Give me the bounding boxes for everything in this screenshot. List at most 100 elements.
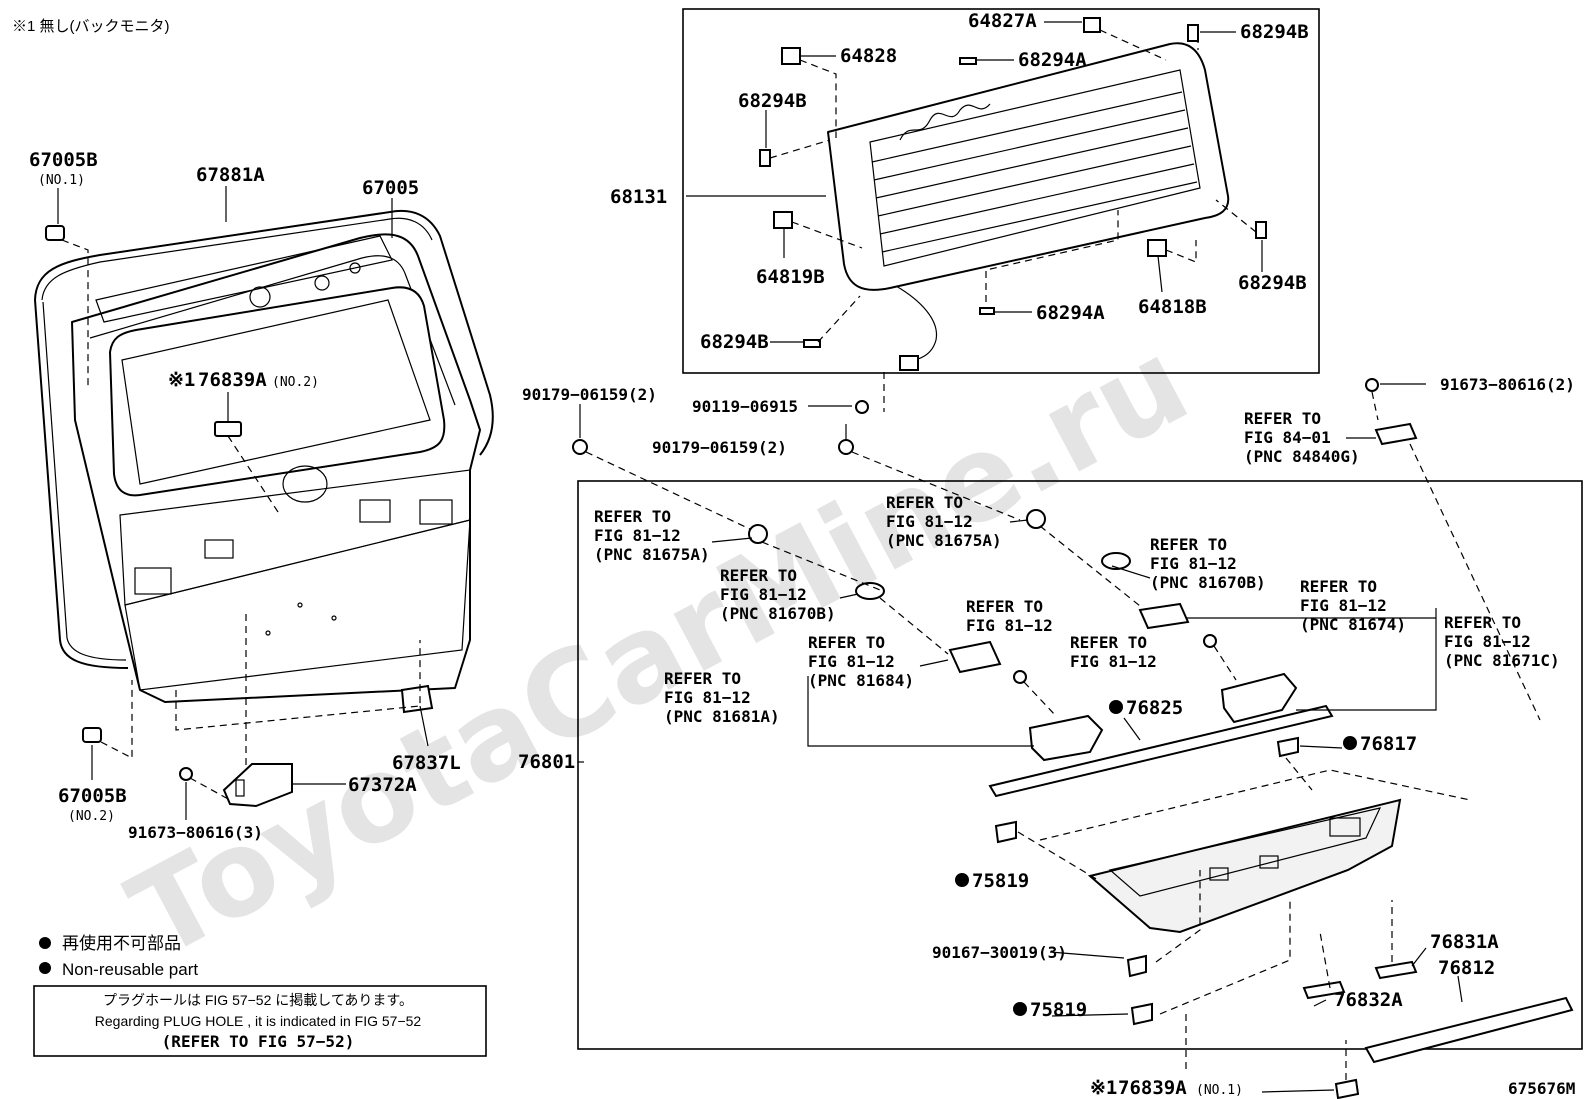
ref-81670B-right-line2: FIG 81−12 [1150,554,1237,573]
label-64827A: 64827A [968,10,1037,32]
label-64828: 64828 [840,45,897,67]
legend-en: Non-reusable part [62,960,198,979]
label-76801: 76801 [518,751,575,773]
ref-81674-line1: REFER TO [1300,577,1377,596]
ref-81684: REFER TO FIG 81−12 (PNC 81684) [808,633,914,690]
plug-hole-note: プラグホールは FIG 57−52 に掲載してあります。 Regarding P… [33,985,487,1057]
label-67005B-no2-sub: (NO.2) [68,809,115,824]
legend-dot-en [39,962,51,974]
ref-81-12-a-line1: REFER TO [966,597,1043,616]
label-67005B-no1-sub: (NO.1) [38,173,85,188]
non-reusable-dot-75819-a [955,873,969,887]
label-68294B-left: 68294B [738,90,807,112]
ref-81-12-b-line2: FIG 81−12 [1070,652,1157,671]
label-91673-80616-2: 91673−80616(2) [1440,375,1575,394]
ref-81684-line2: FIG 81−12 [808,652,895,671]
label-67881A: 67881A [196,164,265,186]
garnish-assembly-leaders [578,519,1471,1093]
label-75819-a: 75819 [972,870,1029,892]
label-90119-06915: 90119−06915 [692,397,798,416]
left-labels: 67005B (NO.1) 67881A 67005 ※1 76839A (NO… [29,149,461,842]
label-67372A: 67372A [348,774,417,796]
ref-fig-84-01-line1: REFER TO [1244,409,1321,428]
plug-hole-note-line1: プラグホールは FIG 57−52 に掲載してあります。 [103,992,413,1008]
back-glass-box [682,8,1320,374]
label-76839A-no1-group: ※1 76839A (NO.1) [1090,1077,1243,1099]
legend: 再使用不可部品 Non-reusable part [39,933,198,979]
label-91673-80616-3: 91673−80616(3) [128,823,263,842]
ref-81-12-a-line2: FIG 81−12 [966,616,1053,635]
garnish-assembly-box [577,480,1583,1050]
label-67005B-no1: 67005B [29,149,98,171]
ref-81675A-right-line1: REFER TO [886,493,963,512]
label-64819B: 64819B [756,266,825,288]
ref-81670B-left: REFER TO FIG 81−12 (PNC 81670B) [720,566,836,623]
label-68294B-bot: 68294B [700,331,769,353]
ref-81681A-line3: (PNC 81681A) [664,707,780,726]
label-68294A-bot: 68294A [1036,302,1105,324]
ref-81670B-right: REFER TO FIG 81−12 (PNC 81670B) [1150,535,1266,592]
legend-dot-jp [39,937,51,949]
plug-hole-note-line3: (REFER TO FIG 57−52) [162,1032,355,1051]
label-76817: 76817 [1360,733,1417,755]
plug-hole-note-line2: Regarding PLUG HOLE , it is indicated in… [95,1013,422,1029]
ref-81670B-left-line3: (PNC 81670B) [720,604,836,623]
ref-81671C: REFER TO FIG 81−12 (PNC 81671C) [1444,613,1560,670]
non-reusable-dot-76825 [1109,700,1123,714]
ref-81670B-right-line1: REFER TO [1150,535,1227,554]
ref-81671C-line3: (PNC 81671C) [1444,651,1560,670]
label-76832A: 76832A [1334,989,1403,1011]
label-90179-06159-b: 90179−06159(2) [652,438,787,457]
label-75819-b: 75819 [1030,999,1087,1021]
ref-81675A-left-line2: FIG 81−12 [594,526,681,545]
label-68294B-right: 68294B [1238,272,1307,294]
ref-81675A-left-line1: REFER TO [594,507,671,526]
middle-labels: 90179−06159(2) 90119−06915 90179−06159(2… [522,375,1575,466]
back-glass-drawing [759,17,1267,371]
middle-fasteners [572,378,1541,721]
figure-id: 675676M [1508,1079,1575,1098]
ref-81-12-b: REFER TO FIG 81−12 [1070,633,1157,671]
label-76825: 76825 [1126,697,1183,719]
label-76839A-no2-mark: ※1 [168,369,195,391]
label-67837L: 67837L [392,752,461,774]
left-leaders [57,186,429,820]
plug-hole-note-box [33,985,487,1057]
back-glass-leaders [686,21,1263,412]
ref-81681A: REFER TO FIG 81−12 (PNC 81681A) [664,669,780,726]
label-76831A: 76831A [1430,931,1499,953]
non-reusable-dot-76817 [1343,736,1357,750]
ref-fig-84-01-line3: (PNC 84840G) [1244,447,1360,466]
label-68131: 68131 [610,186,667,208]
legend-jp: 再使用不可部品 [62,933,181,953]
ref-81675A-left: REFER TO FIG 81−12 (PNC 81675A) [594,507,710,564]
back-glass-labels: 64827A 68294B 64828 68294A 68294B 68131 … [610,10,1309,353]
ref-81-12-b-line1: REFER TO [1070,633,1147,652]
garnish-assembly-drawing [748,509,1574,1099]
label-76839A-no1-sub: (NO.1) [1196,1083,1243,1098]
label-76839A-no2-sub: (NO.2) [272,375,319,390]
label-76839A-no2: 76839A [198,369,267,391]
label-68294A-top: 68294A [1018,49,1087,71]
label-67005: 67005 [362,177,419,199]
ref-81674-line3: (PNC 81674) [1300,615,1406,634]
ref-81670B-left-line2: FIG 81−12 [720,585,807,604]
label-76839A-no1: 76839A [1118,1077,1187,1099]
garnish-assembly-labels: 76801 REFER TO FIG 81−12 (PNC 81675A) RE… [518,493,1560,1021]
non-reusable-dot-75819-b [1013,1002,1027,1016]
ref-81674-line2: FIG 81−12 [1300,596,1387,615]
back-door-panel-drawing [34,209,494,703]
label-90179-06159-a: 90179−06159(2) [522,385,657,404]
label-76839A-no1-mark: ※1 [1090,1077,1117,1099]
label-76812: 76812 [1438,957,1495,979]
ref-81675A-right-line3: (PNC 81675A) [886,531,1002,550]
ref-81671C-line2: FIG 81−12 [1444,632,1531,651]
ref-81670B-right-line3: (PNC 81670B) [1150,573,1266,592]
ref-81670B-left-line1: REFER TO [720,566,797,585]
ref-fig-84-01: REFER TO FIG 84−01 (PNC 84840G) [1244,409,1360,466]
ref-fig-84-01-line2: FIG 84−01 [1244,428,1331,447]
ref-81671C-line1: REFER TO [1444,613,1521,632]
ref-81684-line1: REFER TO [808,633,885,652]
ref-81681A-line2: FIG 81−12 [664,688,751,707]
